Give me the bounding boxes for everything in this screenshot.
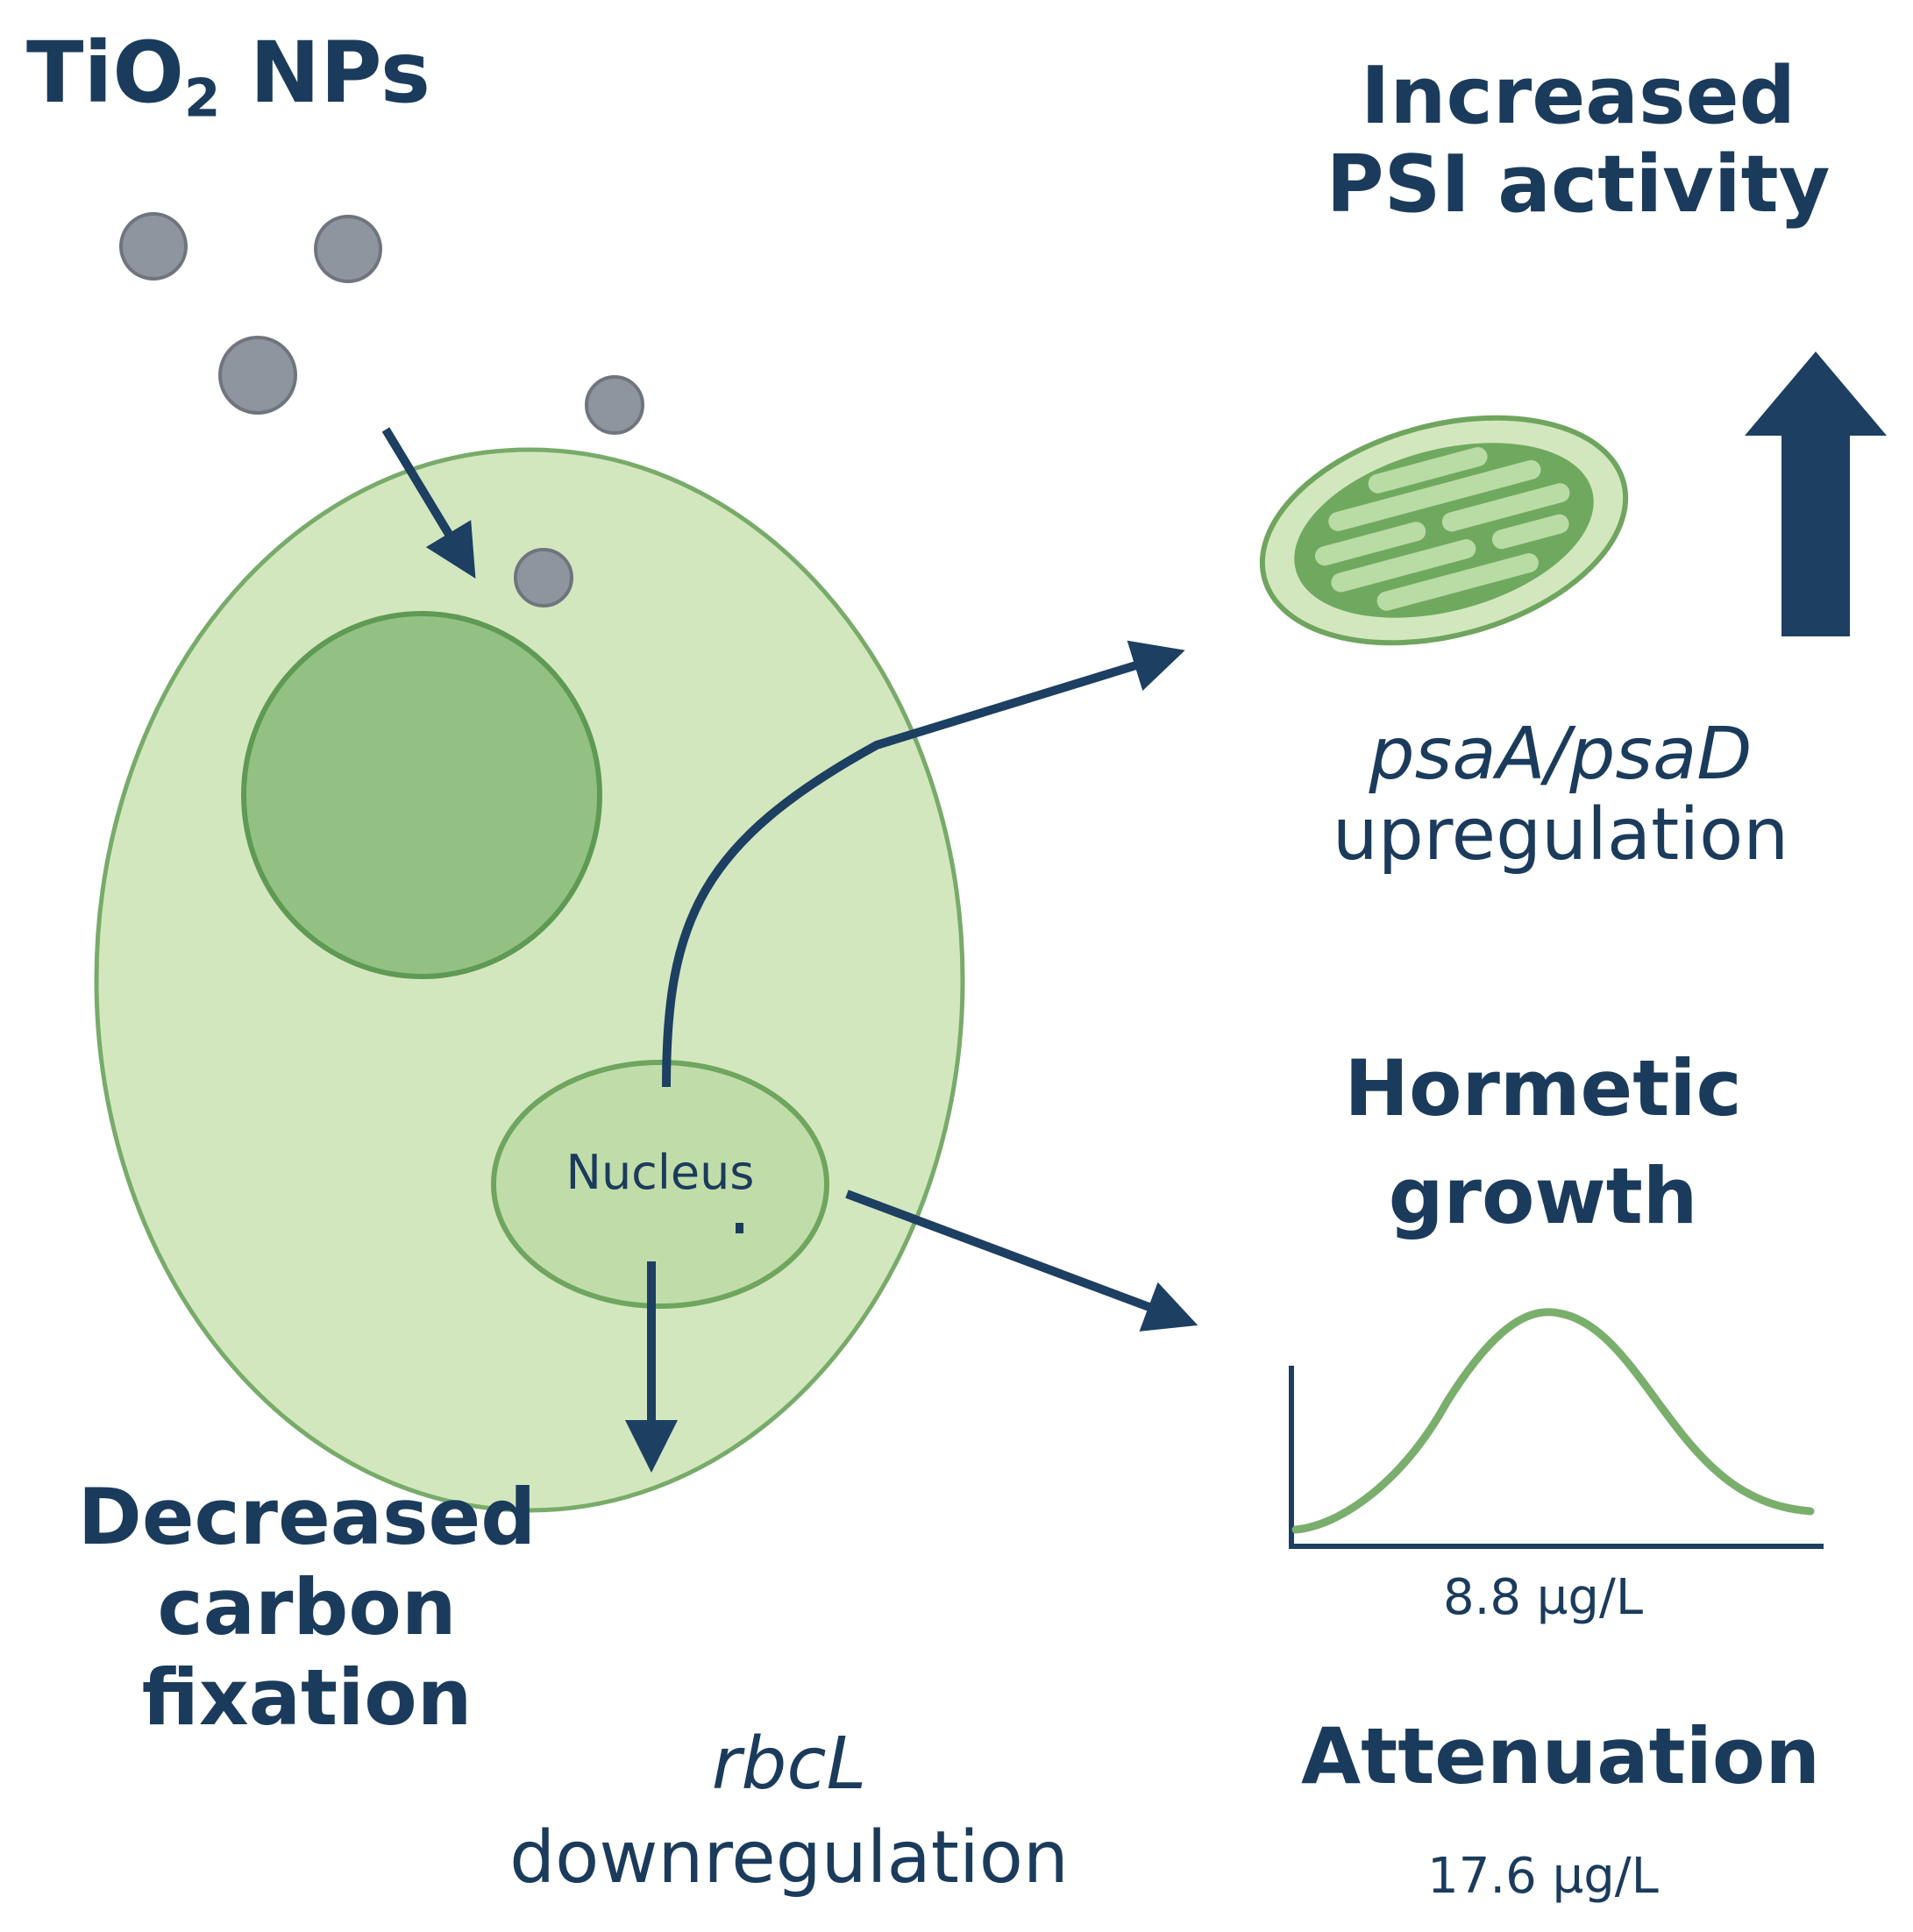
nucleus-label: Nucleus: [565, 1145, 755, 1200]
nucleolus-dot: [736, 1223, 743, 1233]
carbon-line1: Decreased: [77, 1472, 537, 1562]
growth-curve-icon: [1289, 1308, 1824, 1549]
nanoparticle-icon: [514, 548, 573, 607]
hormetic-curve: [1291, 1308, 1815, 1534]
up-arrow-icon: [1745, 352, 1887, 636]
uptake-arrow: [381, 427, 476, 579]
psa-label: psaA/psaD upregulation: [1245, 714, 1876, 876]
nucleus-to-growth-arrow: [845, 1190, 1198, 1332]
psi-activity-label: Increased PSI activity: [1262, 50, 1894, 231]
hormetic-line1: Hormetic: [1344, 1043, 1742, 1133]
vacuole: [241, 611, 602, 979]
psi-line1: Increased: [1360, 50, 1796, 142]
rbcl-effect: downregulation: [509, 1815, 1069, 1900]
nucleus-icon: [491, 1060, 829, 1309]
psa-genes: psaA/psaD: [1369, 713, 1753, 796]
rbcl-gene: rbcL: [711, 1722, 867, 1806]
nanoparticles: [119, 212, 644, 435]
hormetic-growth-label: Hormetic growth: [1245, 1034, 1841, 1250]
hormetic-line2: growth: [1388, 1151, 1698, 1242]
nanoparticle-title: TiO2 NPs: [26, 24, 430, 130]
psi-line2: PSI activity: [1326, 138, 1831, 231]
cell-icon: [94, 447, 965, 1513]
carbon-line2: carbon: [157, 1561, 457, 1652]
carbon-line3: fixation: [141, 1651, 473, 1743]
chloroplast-icon: [1259, 415, 1629, 646]
nanoparticle-icon: [218, 336, 297, 415]
nucleus-to-chloroplast-arrow: [662, 640, 1185, 1088]
psa-effect: upregulation: [1332, 792, 1789, 877]
dose-peak-label: 8.8 µg/L: [1442, 1569, 1644, 1626]
attenuation-label: Attenuation: [1301, 1711, 1820, 1801]
attenuation-dose: 17.6 µg/L: [1427, 1848, 1659, 1905]
pathway-arrows: [381, 427, 1198, 1473]
curve-axes: [1289, 1366, 1824, 1549]
rbcl-label: rbcL downregulation: [456, 1718, 1122, 1905]
nanoparticle-icon: [314, 215, 382, 283]
nanoparticle-icon: [119, 212, 188, 281]
carbon-fixation-label: Decreased carbon fixation: [9, 1472, 605, 1744]
nanoparticle-icon: [585, 375, 644, 435]
